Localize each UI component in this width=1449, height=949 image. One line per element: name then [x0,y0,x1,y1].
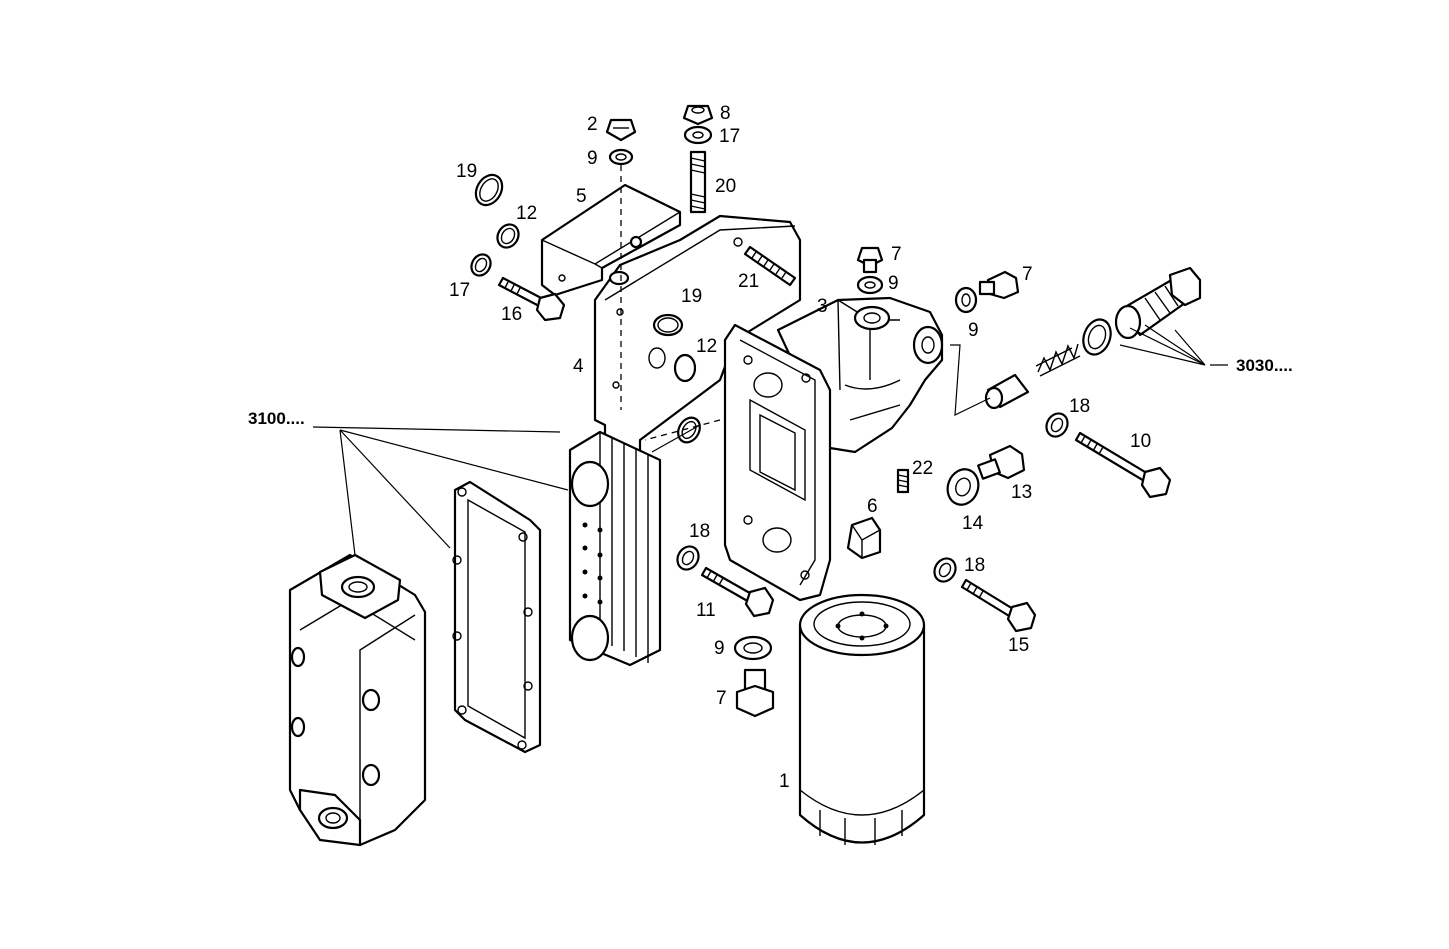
part-nut-8 [682,104,714,126]
part-washer-18a [1045,412,1069,438]
callout-19a: 19 [456,161,477,182]
part-bolt-11 [700,566,775,618]
callout-4: 4 [573,356,584,377]
callout-13: 13 [1011,482,1032,503]
callout-18b: 18 [689,521,710,542]
part-washer-18b [676,545,700,571]
part-oring-19a [474,173,504,207]
part-fitting-6 [846,516,882,560]
part-stud-21 [743,245,797,287]
part-washer-9c [954,286,978,314]
part-bracket-5 [540,183,682,297]
part-plug-7b [978,270,1020,300]
part-cover-gasket [452,480,542,754]
callout-labels: 1 2 3 4 5 6 7 7 7 8 9 9 9 9 10 11 12 12 … [248,103,1293,792]
part-plug-7c [735,668,775,718]
callout-5: 5 [576,186,587,207]
part-stud-20 [689,150,707,214]
part-relief-valve-3030 [1114,266,1202,340]
callout-2: 2 [587,114,598,135]
callout-3: 3 [817,296,828,317]
callout-15: 15 [1008,635,1029,656]
part-plug-13 [977,444,1026,480]
part-plug-7a [856,246,884,274]
callout-group-3100: 3100.... [248,409,305,428]
callout-7c: 7 [716,688,727,709]
callout-7a: 7 [891,244,902,265]
part-cooler-cover [288,553,427,847]
part-washer-17a [683,125,713,145]
callout-17b: 17 [449,280,470,301]
callout-9d: 9 [714,638,725,659]
part-washer-18c [933,557,957,583]
callout-22: 22 [912,458,933,479]
callout-19b: 19 [681,286,702,307]
callout-group-3030: 3030.... [1236,356,1293,375]
callout-20: 20 [715,176,736,197]
callout-12b: 12 [696,336,717,357]
callout-9b: 9 [888,273,899,294]
callout-1: 1 [779,771,790,792]
part-valve-piston [984,373,1030,410]
callout-7b: 7 [1022,264,1033,285]
part-washer-9a [608,148,634,166]
callout-8: 8 [720,103,731,124]
part-washer-9b [856,275,884,295]
part-heat-exchanger-element [568,430,662,667]
callout-10: 10 [1130,431,1151,452]
callout-14: 14 [962,513,984,534]
part-bolt-15 [960,578,1037,633]
part-bolt-16 [497,276,566,322]
callout-6: 6 [867,496,878,517]
part-washer-17b [470,253,492,277]
part-valve-spring [1035,343,1081,377]
leader-lines [312,165,1228,556]
callout-18c: 18 [964,555,985,576]
callout-11: 11 [696,600,716,621]
part-pin-22 [896,468,910,494]
part-seal-12a [496,223,520,249]
callout-9c: 9 [968,320,979,341]
part-adapter-plate [723,323,832,602]
part-oil-filter-cartridge [798,593,926,845]
part-plug-2 [605,118,637,142]
callout-12a: 12 [516,203,537,224]
callout-21: 21 [738,271,759,292]
part-oring-19b [677,416,701,444]
callout-9a: 9 [587,148,598,169]
part-bolt-10 [1074,431,1172,499]
part-washer-9d [733,635,773,661]
part-valve-washer [1082,318,1112,356]
callout-16: 16 [501,304,522,325]
callout-18a: 18 [1069,396,1090,417]
callout-17a: 17 [719,126,740,147]
part-washer-14 [946,468,980,506]
